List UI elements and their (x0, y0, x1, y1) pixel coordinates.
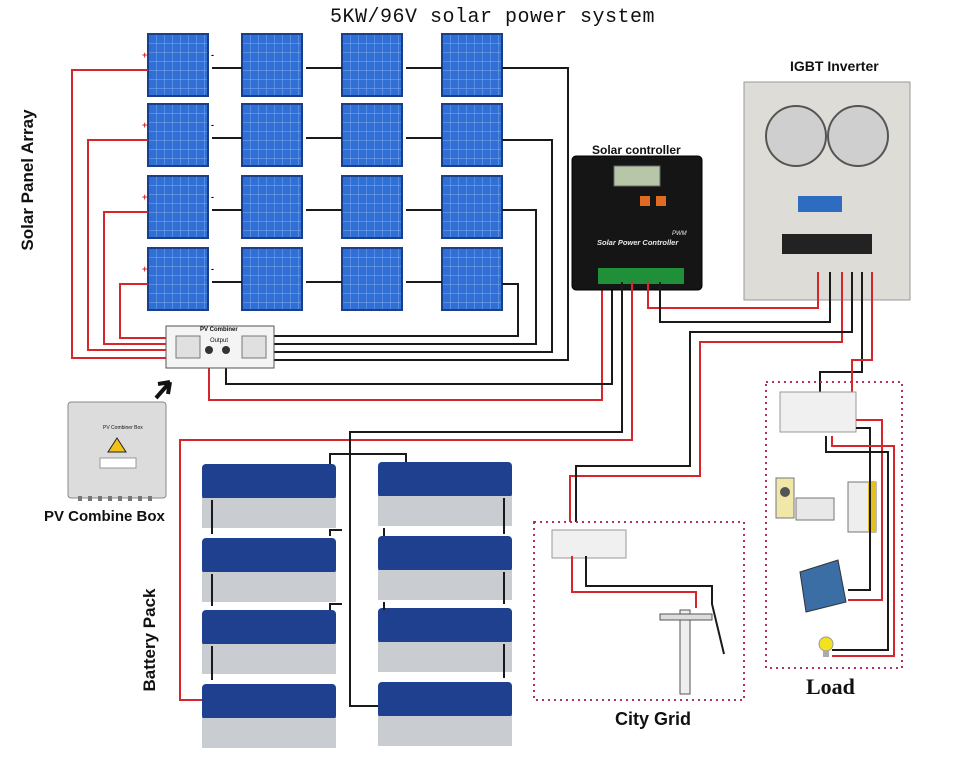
svg-text:-: - (211, 50, 214, 60)
solar-controller-label: Solar controller (592, 143, 681, 157)
speaker-icon (775, 477, 795, 519)
computer-monitor-icon (799, 559, 847, 613)
solar-panel (147, 103, 209, 167)
battery-pack (202, 462, 512, 748)
pv-combine-box (67, 401, 167, 501)
solar-panel (241, 247, 303, 311)
battery (378, 682, 512, 746)
solar-panel (341, 175, 403, 239)
lightbulb-icon (818, 636, 834, 657)
pv-combiner-label: PV Combiner (200, 327, 238, 333)
polarity-marks: + - + - + - + - (142, 50, 214, 274)
system-wiring (179, 272, 873, 707)
arrow-icon (154, 380, 172, 400)
battery (378, 462, 512, 526)
solar-panel (441, 33, 503, 97)
solar-panel (341, 33, 403, 97)
svg-text:+: + (142, 264, 147, 274)
battery (378, 536, 512, 600)
solar-panel (241, 175, 303, 239)
solar-panel-array-label: Solar Panel Array (18, 109, 37, 251)
solar-panel (441, 247, 503, 311)
battery (202, 464, 336, 528)
pv-combine-box-label: PV Combine Box (44, 508, 165, 525)
printer-icon (795, 497, 835, 521)
city-grid-label: City Grid (615, 709, 692, 729)
solar-panel (241, 103, 303, 167)
load-box (765, 381, 903, 669)
pwm-label: PWM (672, 231, 687, 237)
battery (202, 684, 336, 748)
svg-text:+: + (142, 120, 147, 130)
svg-text:+: + (142, 192, 147, 202)
solar-panel (147, 33, 209, 97)
solar-panel (241, 33, 303, 97)
controller-face-label: Solar Power Controller (597, 238, 679, 247)
igbt-inverter-label: IGBT Inverter (790, 58, 879, 74)
computer-tower-icon (847, 481, 877, 533)
page-title: 5KW/96V solar power system (330, 6, 656, 29)
svg-text:-: - (211, 120, 214, 130)
solar-controller (571, 155, 703, 291)
panel-wiring (71, 67, 613, 401)
load-breaker-panel (779, 391, 857, 433)
battery (202, 610, 336, 674)
solar-panel (147, 175, 209, 239)
grid-breaker (551, 529, 627, 559)
battery (202, 538, 336, 602)
output-label: Output (210, 338, 229, 344)
utility-pole-icon (659, 609, 713, 695)
solar-panel (441, 103, 503, 167)
battery (378, 608, 512, 672)
solar-panel (341, 103, 403, 167)
igbt-inverter (743, 81, 911, 301)
solar-panel (147, 247, 209, 311)
load-label: Load (806, 674, 855, 699)
warning-icon (107, 437, 127, 453)
svg-text:-: - (211, 192, 214, 202)
city-grid-box (533, 521, 745, 701)
battery-wiring (211, 453, 505, 680)
svg-text:-: - (211, 264, 214, 274)
battery-pack-label: Battery Pack (140, 588, 159, 692)
pv-combiner (165, 325, 275, 369)
solar-panel (441, 175, 503, 239)
svg-text:+: + (142, 50, 147, 60)
combiner-box-face-label: PV Combiner Box (103, 425, 143, 431)
solar-panel (341, 247, 403, 311)
solar-panel-array (147, 33, 503, 311)
